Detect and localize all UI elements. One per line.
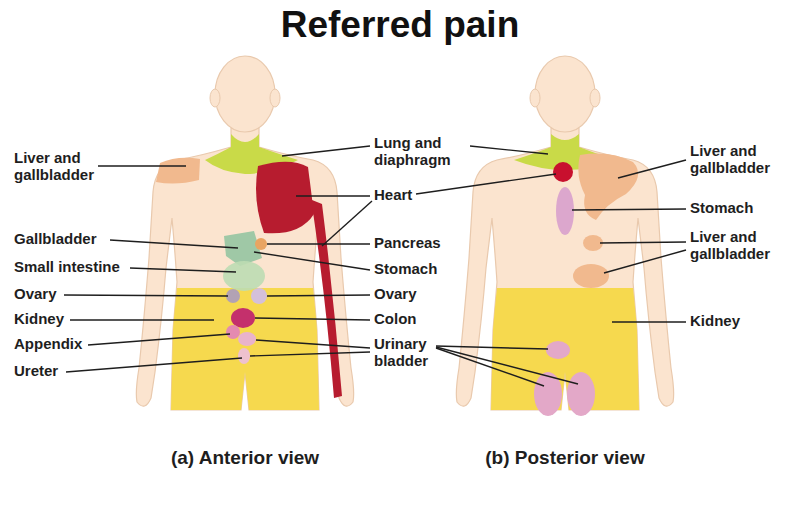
organ-label: Stomach [690,200,753,217]
organ-label: Ureter [14,363,58,380]
ovary-zone [226,289,240,303]
leader-line [254,252,370,270]
heart-zone [553,162,573,182]
organ-label: Lung and diaphragm [374,135,469,169]
pancreas-zone [255,238,267,250]
leader-line [255,318,370,320]
organ-label: Heart [374,187,412,204]
leader-line [110,240,238,248]
organ-label: Liver and gallbladder [690,229,790,263]
leader-line [267,243,370,244]
kidney-zone [491,288,639,410]
leader-line [296,195,370,196]
ureter-zone [238,348,250,364]
leader-line [250,352,370,356]
organ-label: Pancreas [374,235,441,252]
leader-line [130,268,236,272]
leader-line [600,242,686,243]
bladder-zone [567,372,595,416]
heart-arm-zone [312,200,342,398]
leader-line [436,347,578,384]
gallbladder-zone [224,231,262,266]
organ-label: Kidney [690,313,740,330]
organ-label: Ovary [14,286,57,303]
organ-label: Urinary bladder [374,336,444,370]
leader-line [64,295,228,296]
leader-line [322,201,372,246]
view-caption: (b) Posterior view [485,447,644,468]
organ-label: Ovary [374,286,417,303]
leader-line [470,146,548,154]
organ-label: Colon [374,311,417,328]
posterior-body [456,56,673,410]
organ-label: Liver and gallbladder [14,150,114,184]
leader-line [618,160,686,178]
leader-line [88,334,230,345]
leader-line [612,321,686,322]
leader-line [416,174,556,194]
organ-label: Appendix [14,336,82,353]
organ-label: Stomach [374,261,437,278]
leader-line [436,348,544,386]
view-caption: (a) Anterior view [171,447,319,468]
kidney-zone [171,288,319,410]
leader-line [267,295,370,296]
organ-label: Small intestine [14,259,120,276]
bladder-zone [546,341,570,359]
appendix-zone [226,325,240,339]
anterior-body [136,56,353,410]
organ-label: Kidney [14,311,64,328]
diagram-title: Referred pain [281,4,520,46]
leader-line [98,165,186,166]
leader-line [70,319,214,320]
leader-line [572,209,686,210]
ovary-zone [251,288,267,304]
leader-line [256,340,370,348]
stomach-zone [556,187,574,235]
small-intestine-zone [223,261,265,291]
leader-line [604,250,686,273]
leader-lines [64,146,686,386]
bladder-zone [238,332,256,346]
organ-label: Gallbladder [14,231,97,248]
heart-zone [256,162,314,234]
leader-line [282,146,370,156]
leader-line [436,346,548,349]
liver-zone [156,158,200,184]
organ-label: Liver and gallbladder [690,143,790,177]
liver-zone [573,264,609,288]
colon-zone [231,308,255,328]
leader-line [66,358,242,372]
